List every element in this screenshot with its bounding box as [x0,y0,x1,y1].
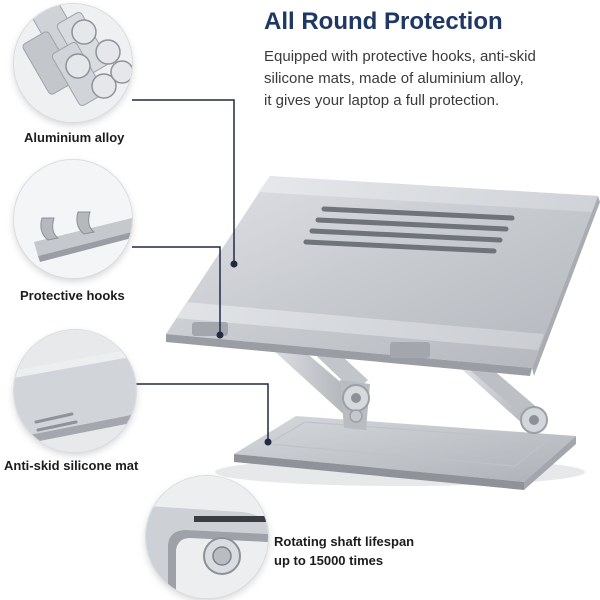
rotating-shaft-image [146,476,268,598]
base-plate-side [524,436,576,490]
feature-label-line: Rotating shaft lifespan [274,534,415,549]
top-plate-side-edge [532,196,600,376]
rotating-shaft-bubble [146,476,268,598]
protective-hooks-bubble [14,160,132,278]
callout-dot [216,331,224,339]
hook-right [390,342,430,358]
front-hinge-pin [351,393,361,403]
description-line: silicone mats, made of aluminium alloy, [264,70,524,87]
back-hinge-pin [529,415,539,425]
top-plate-band [258,176,598,212]
feature-label-line: up to 15000 times [274,553,384,568]
description-line: Equipped with protective hooks, anti-ski… [264,48,536,65]
base-plate [234,416,576,482]
back-arm-inner [470,362,540,420]
aluminium-rods-image [14,4,132,122]
feature-label-anti-skid-mat: Anti-skid silicone mat [4,458,139,473]
lower-hinge [349,409,363,423]
base-plate-inset [266,421,550,467]
callout-dot [264,438,272,446]
aluminium-rods-bubble [14,4,132,122]
description: Equipped with protective hooks, anti-ski… [264,46,594,112]
top-plate-front-edge [166,334,532,376]
protective-hooks-image [14,160,132,278]
callout-lines [132,99,269,440]
callout-dot [230,260,238,268]
page-title: All Round Protection [264,8,503,35]
base-plate-edge [234,454,524,490]
silicone-mat-image [14,330,136,452]
front-arm [262,332,366,420]
feature-label-rotating-shaft: Rotating shaft lifespan up to 15000 time… [274,532,414,570]
bottom-plate-band [176,302,544,350]
vent-slots [303,206,515,254]
feature-label-aluminium-alloy: Aluminium alloy [24,130,125,145]
silicone-mat-bubble [14,330,136,452]
description-line: it gives your laptop a full protection. [264,92,500,109]
feature-label-protective-hooks: Protective hooks [20,288,125,303]
